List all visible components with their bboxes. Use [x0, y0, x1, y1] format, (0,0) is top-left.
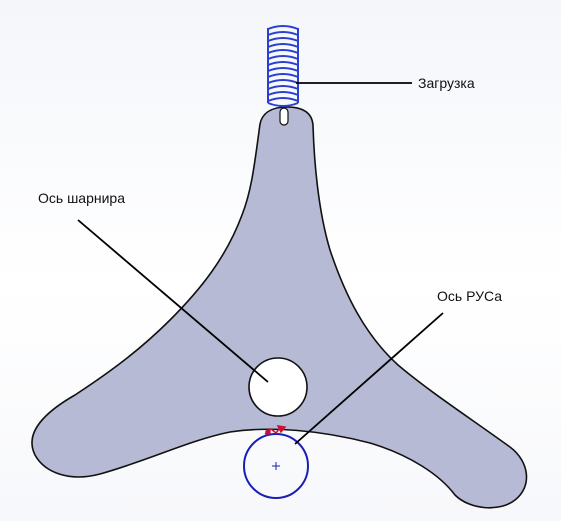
red-arrow-marker: [264, 425, 287, 435]
plate-body: [31, 106, 528, 509]
rus-circle: [243, 433, 309, 499]
spring-coil: [267, 25, 299, 107]
label-load: Загрузка: [418, 75, 475, 91]
leader-line-rus: [294, 312, 444, 445]
label-rus-axis: Ось РУСа: [437, 288, 503, 304]
hinge-hole: [248, 357, 308, 417]
plus-icon: [272, 462, 280, 470]
spring-slot: [279, 107, 289, 126]
leader-line-hinge: [77, 219, 269, 383]
label-hinge-axis: Ось шарнира: [38, 190, 126, 206]
